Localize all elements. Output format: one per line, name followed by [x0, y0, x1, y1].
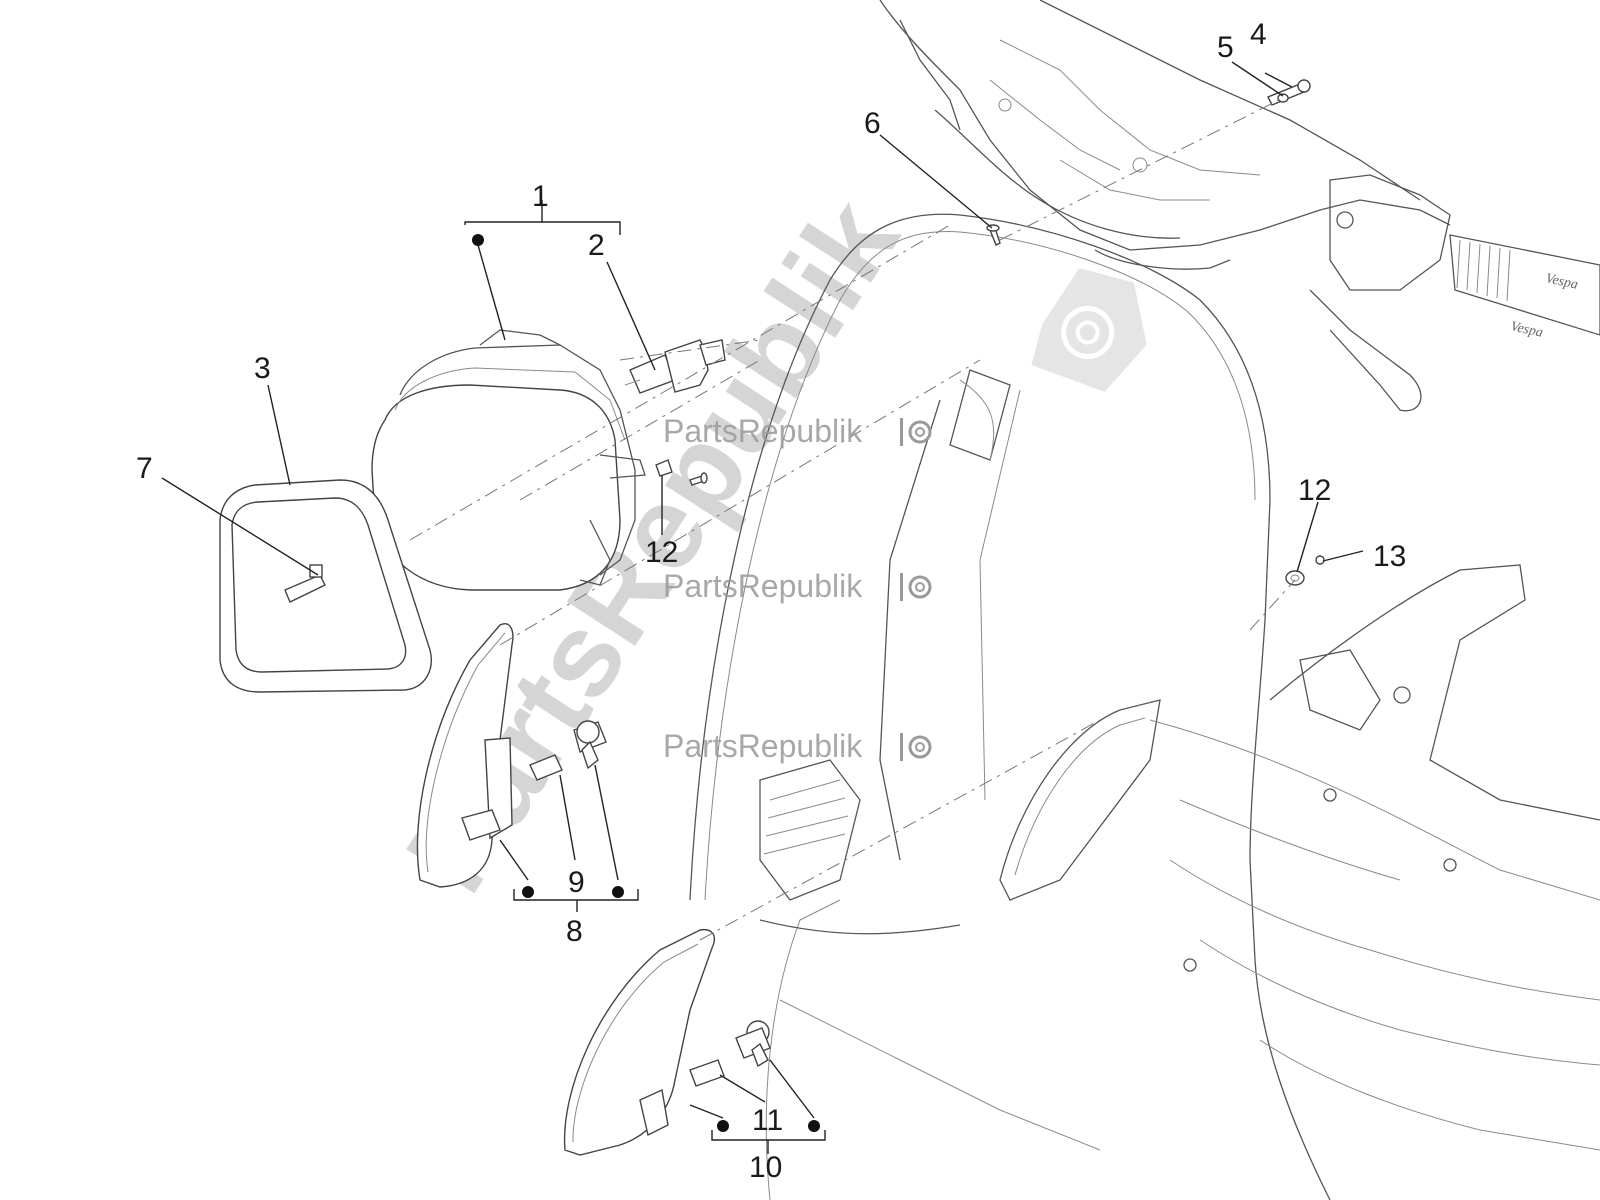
callout-1: 1	[532, 180, 549, 213]
gear-icon	[900, 573, 932, 601]
callout-10: 10	[749, 1151, 782, 1184]
bullet-marker	[717, 1120, 729, 1132]
bulb-11	[689, 1059, 725, 1087]
watermark-small-1: PartsRepublik	[663, 413, 932, 449]
nut-12-right	[1285, 570, 1305, 586]
screw-headlight	[689, 472, 708, 486]
screw-13	[1315, 555, 1325, 565]
bullet-marker	[808, 1120, 820, 1132]
headlight-assembly	[371, 329, 646, 591]
turn-indicator-right	[563, 928, 716, 1156]
front-shield	[689, 213, 1600, 1200]
watermark-small-2: PartsRepublik	[663, 568, 932, 604]
bulb-socket-11	[735, 1020, 771, 1068]
callout-9: 9	[568, 866, 585, 899]
grip-brand-2: Vespa	[1509, 319, 1544, 340]
callout-3: 3	[254, 352, 271, 385]
gear-icon	[900, 733, 932, 761]
washer-5	[1277, 93, 1289, 103]
nut-12-left	[655, 459, 673, 477]
handlebar-assembly: Vespa Vespa	[879, 0, 1600, 412]
callout-8: 8	[566, 915, 583, 948]
bulb-9	[529, 754, 563, 781]
callout-6: 6	[864, 107, 881, 140]
callout-labels: 1 2 3 4 5 6 7 8 9 10 11 12 12 13	[136, 18, 1406, 1184]
callout-4: 4	[1250, 18, 1267, 51]
gear-icon	[900, 418, 932, 446]
callout-12-left: 12	[645, 536, 678, 569]
turn-indicator-left	[416, 623, 514, 888]
clip-part	[284, 564, 326, 603]
callout-12-right: 12	[1298, 474, 1331, 507]
grip-texture	[1456, 239, 1511, 302]
bullet-markers	[472, 234, 820, 1132]
callout-11: 11	[752, 1104, 783, 1137]
bullet-marker	[522, 886, 534, 898]
watermark-gear-icon	[1031, 268, 1147, 392]
bullet-marker	[612, 886, 624, 898]
bullet-marker	[472, 234, 484, 246]
callout-7: 7	[136, 452, 153, 485]
screw-6	[986, 224, 1001, 246]
callout-2: 2	[588, 229, 605, 262]
callout-13: 13	[1373, 540, 1406, 573]
callout-5: 5	[1217, 31, 1234, 64]
screw-4	[1267, 79, 1311, 106]
svg-text:PartsRepublik: PartsRepublik	[663, 568, 863, 604]
watermark-small-3: PartsRepublik	[663, 728, 932, 764]
bulb-socket-9	[573, 720, 607, 770]
grip-brand: Vespa	[1544, 271, 1579, 292]
svg-text:PartsRepublik: PartsRepublik	[663, 413, 863, 449]
leader-lines	[161, 61, 1364, 1154]
alignment-lines	[409, 97, 1296, 941]
svg-text:PartsRepublik: PartsRepublik	[663, 728, 863, 764]
